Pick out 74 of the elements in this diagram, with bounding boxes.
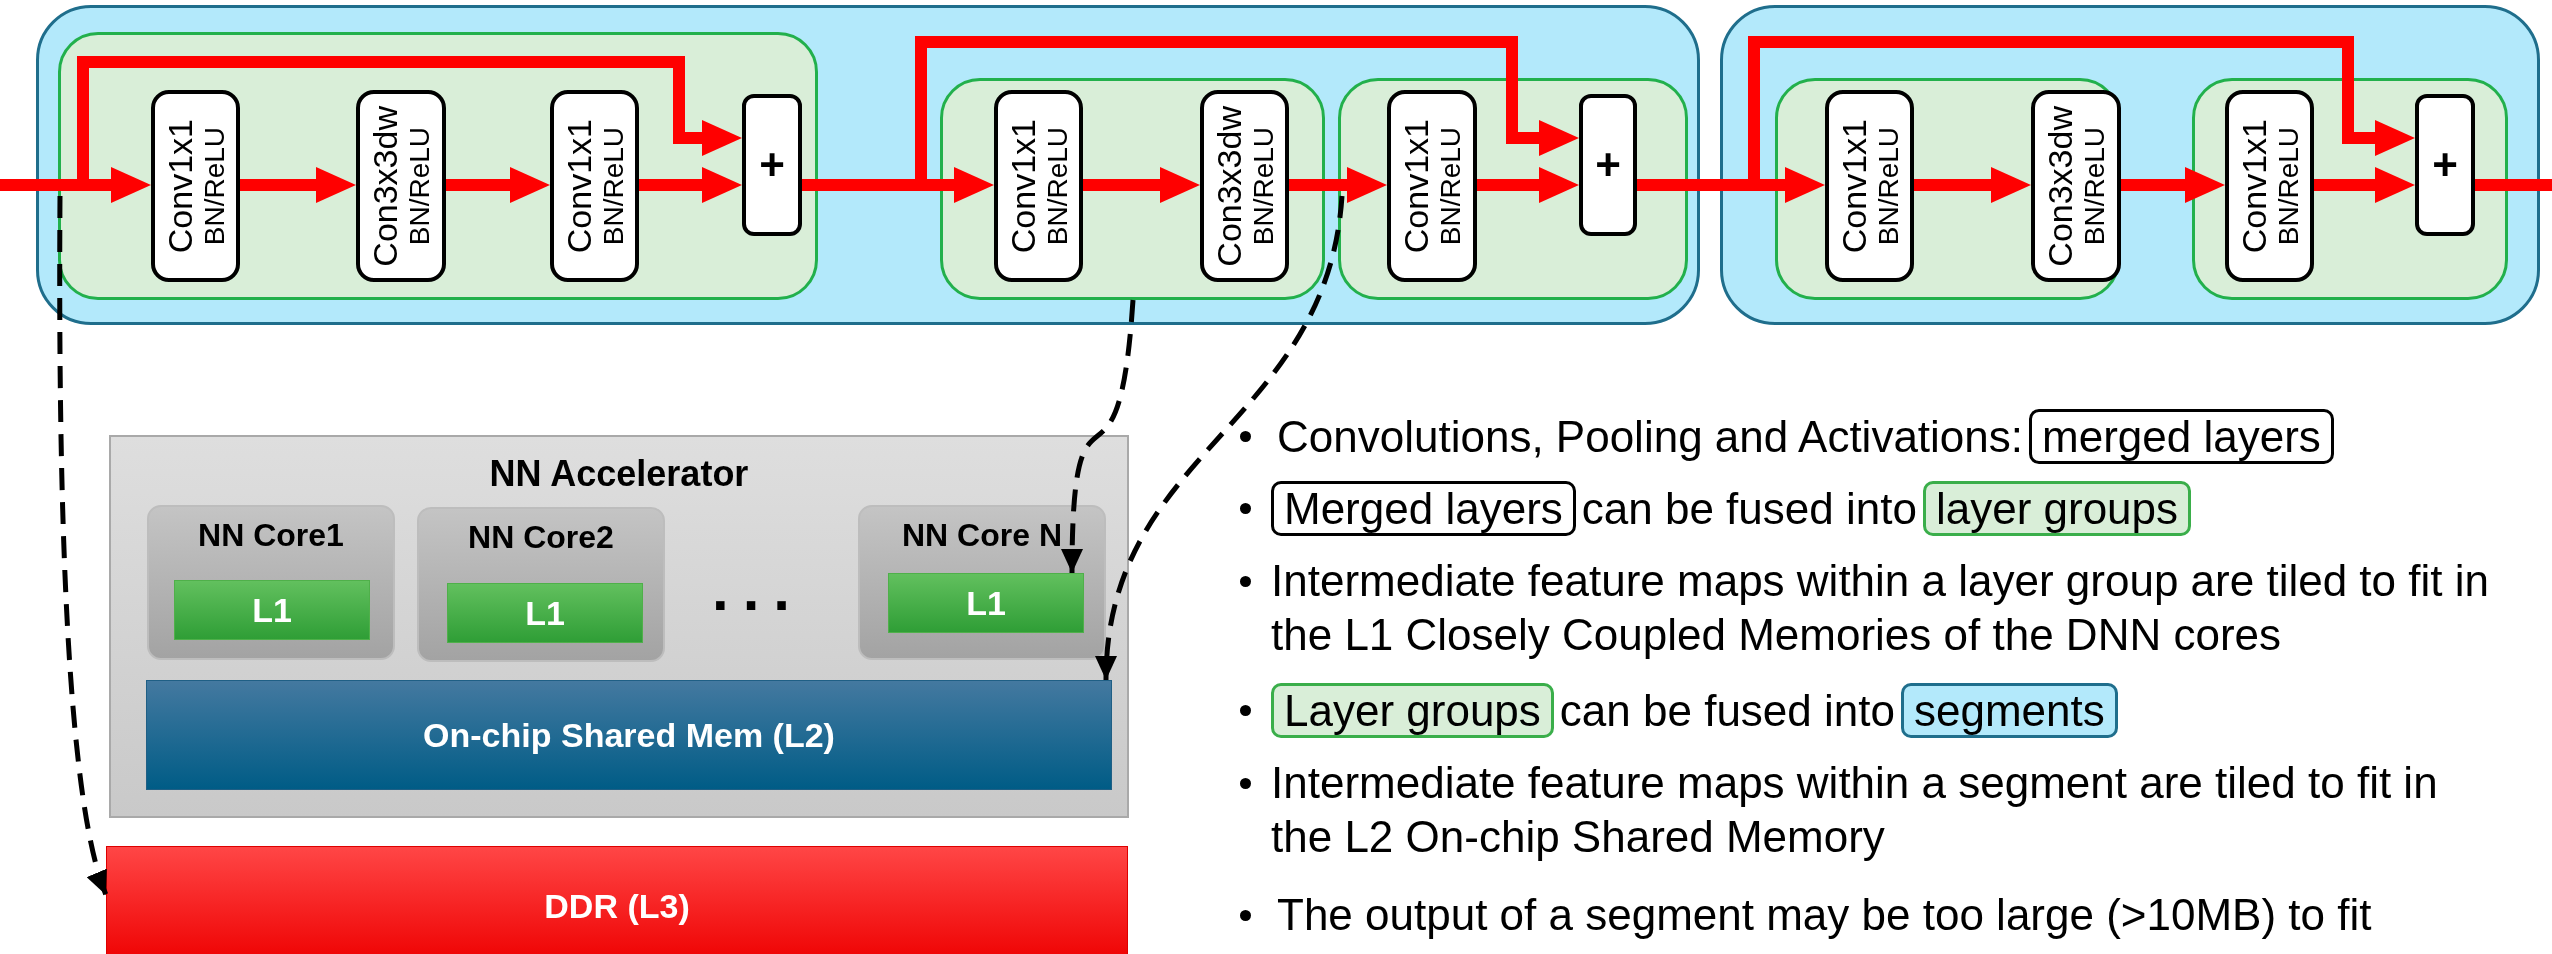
layer-subtext: BN/ReLU (2081, 126, 2109, 246)
layer-box (1200, 90, 1289, 282)
highlighted-term: layer groups (1922, 481, 2192, 537)
layer-subtext: BN/ReLU (599, 126, 628, 246)
dashed-arrow (1097, 195, 1345, 681)
layer-subtext: BN/ReLU (1437, 126, 1465, 246)
heading: NN Core1 (197, 517, 345, 554)
layer-subtext: BN/ReLU (1249, 126, 1278, 246)
layer-box (151, 90, 240, 282)
arrow (639, 167, 742, 203)
bullet-text: Intermediate feature maps within a segment are tiled to fit in the L2 On-chip Shared Memory (1271, 757, 2439, 863)
arrow (446, 167, 550, 203)
layer-subtext: BN/ReLU (200, 126, 229, 246)
core-box (417, 507, 665, 662)
highlighted-term: Layer groups (1271, 683, 1554, 739)
arrow (1914, 167, 2031, 203)
bullet-text: Convolutions, Pooling and Activations: (1277, 410, 2024, 463)
layer-name: Con3x3dw (1211, 105, 1246, 267)
add-box: + (1579, 94, 1637, 236)
heading: NN Core2 (467, 519, 615, 556)
layer-box (550, 90, 639, 282)
l1-memory-block: L1 (447, 583, 643, 643)
layer-box (2031, 90, 2121, 282)
layer-subtext: BN/ReLU (406, 126, 434, 246)
highlighted-term: segments (1900, 683, 2118, 739)
layer-box (1825, 90, 1914, 282)
arrow (240, 167, 356, 203)
ellipsis: ... (712, 560, 804, 620)
accelerator-box (109, 435, 1129, 818)
dashed-arrow (57, 196, 109, 896)
ddr-memory-bar: DDR (L3) (106, 846, 1128, 954)
layer-subtext: BN/ReLU (2274, 126, 2303, 246)
core-box (147, 505, 395, 660)
bullet-text: The output of a segment may be too large (>10MB) to fit (1277, 889, 2372, 941)
layer-group-box (940, 78, 1325, 300)
dashed-arrow (1061, 299, 1136, 574)
layer-group-box (2192, 78, 2508, 300)
layer-name: Conv1x1 (1836, 118, 1871, 254)
highlighted-term: merged layers (2029, 409, 2334, 465)
bullet-text: can be fused into (1559, 684, 1895, 737)
layer-name: Con3x3dw (2043, 105, 2077, 267)
layer-name: Conv1x1 (162, 118, 197, 254)
arrow (1083, 167, 1200, 203)
layer-subtext: BN/ReLU (1043, 126, 1072, 246)
core-box (858, 505, 1106, 660)
arrow (1477, 167, 1579, 203)
layer-subtext: BN/ReLU (1874, 126, 1903, 246)
layer-box (2225, 90, 2314, 282)
bullet-text: Intermediate feature maps within a layer group are tiled to fit in the L1 Closely Coupled Memories of the DNN cores (1271, 555, 2490, 661)
l1-memory-block: L1 (888, 573, 1084, 633)
add-box: + (2415, 94, 2475, 236)
layer-group-box (1775, 78, 2120, 300)
arrow (2314, 167, 2415, 203)
layer-group-box (58, 32, 818, 300)
layer-name: Conv1x1 (561, 118, 596, 254)
l1-memory-block: L1 (174, 580, 370, 640)
arrow (2121, 167, 2225, 203)
layer-box (1387, 90, 1477, 282)
bullet-text: can be fused into (1581, 482, 1917, 535)
segment-box (36, 5, 1700, 325)
highlighted-term: Merged layers (1271, 481, 1576, 537)
layer-name: Conv1x1 (1005, 118, 1040, 254)
layer-box (994, 90, 1083, 282)
layer-name: Conv1x1 (1399, 118, 1433, 254)
layer-name: Conv1x1 (2236, 118, 2271, 254)
layer-name: Con3x3dw (368, 105, 402, 267)
arrow (1289, 167, 1387, 203)
shared-memory-bar: On-chip Shared Mem (L2) (146, 680, 1112, 790)
heading: NN Accelerator (488, 453, 750, 495)
segment-box (1720, 5, 2540, 325)
add-box: + (742, 94, 802, 236)
layer-group-box (1338, 78, 1688, 300)
layer-box (356, 90, 446, 282)
heading: NN Core N (901, 517, 1063, 554)
